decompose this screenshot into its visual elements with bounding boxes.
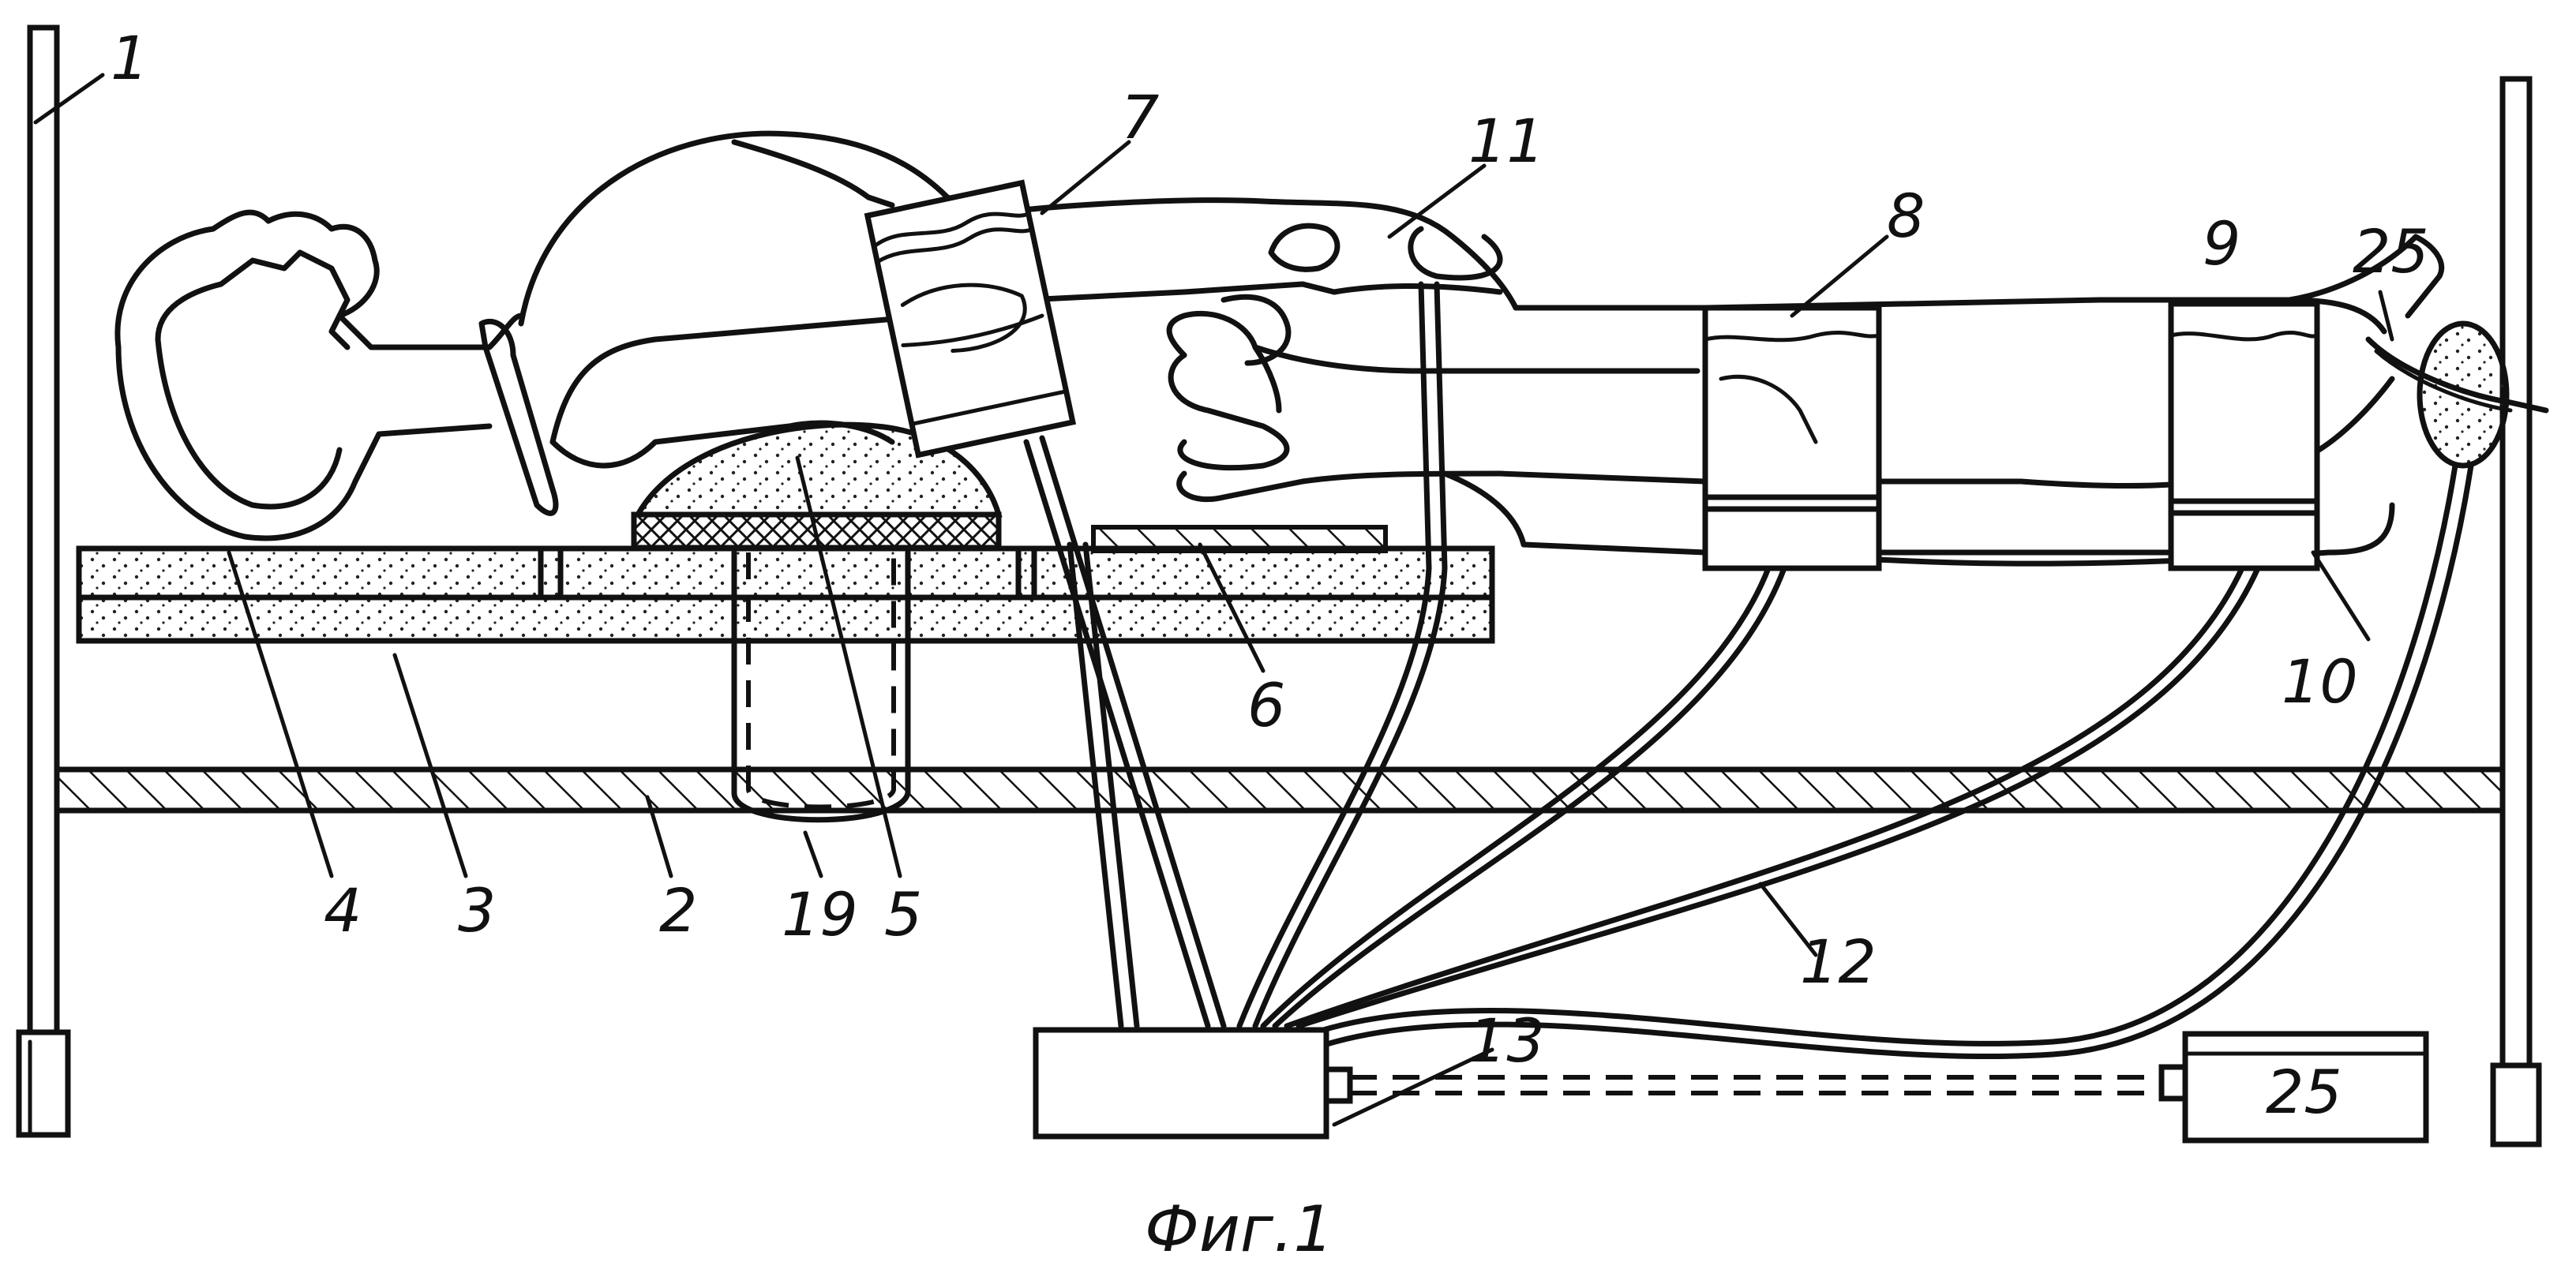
patient-figure	[118, 133, 2442, 563]
ankle-cuff	[2171, 304, 2317, 568]
label-12: 12	[1800, 927, 1877, 997]
label-7: 7	[1121, 82, 1159, 152]
label-9: 9	[2203, 208, 2240, 279]
thigh-cuff	[868, 183, 1073, 455]
label-6: 6	[1247, 670, 1285, 740]
label-25-strap: 25	[2353, 216, 2429, 286]
label-2: 2	[659, 875, 697, 945]
bed-frame-bar	[57, 769, 2503, 811]
label-5: 5	[884, 879, 922, 949]
right-bed-post	[2493, 79, 2539, 1144]
heel-cushion	[2420, 324, 2507, 466]
shin-cuff	[1705, 308, 1879, 568]
label-10: 10	[2282, 646, 2358, 717]
label-25-unit: 25	[2266, 1057, 2342, 1127]
left-bed-post	[19, 28, 68, 1135]
figure-caption: Фиг.1	[1145, 1193, 1333, 1266]
hand-plate	[1093, 527, 1385, 551]
label-13: 13	[1468, 1005, 1545, 1076]
controller-link	[1350, 1077, 2162, 1093]
label-1: 1	[111, 23, 148, 93]
mattress	[79, 549, 1492, 641]
label-19: 19	[782, 879, 858, 949]
label-8: 8	[1887, 181, 1925, 251]
label-4: 4	[324, 875, 362, 945]
label-3: 3	[458, 875, 496, 945]
label-11: 11	[1468, 106, 1545, 176]
controller-box	[1036, 1030, 1350, 1136]
